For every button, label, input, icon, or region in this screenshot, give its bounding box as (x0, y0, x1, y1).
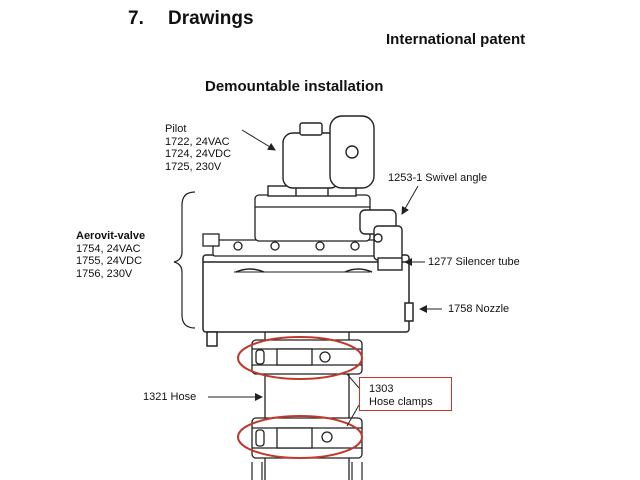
hose-clamp-upper (251, 339, 363, 375)
pilot-label: Pilot 1722, 24VAC 1724, 24VDC 1725, 230V (165, 123, 232, 173)
silencer-tube-label: 1277 Silencer tube (428, 256, 520, 268)
nozzle-label: 1758 Nozzle (448, 303, 510, 315)
hose-label: 1321 Hose (143, 391, 197, 403)
swivel-angle (359, 209, 403, 271)
hose-clamps-callout: 1303 Hose clamps (359, 377, 452, 411)
swivel-angle-label: 1253-1 Swivel angle (388, 172, 488, 184)
valve-label: Aerovit-valve 1754, 24VAC 1755, 24VDC 17… (76, 230, 145, 280)
pilot-line-2: 1724, 24VDC (165, 148, 232, 160)
figure-title: Demountable installation (205, 78, 384, 95)
hose-clamp-lower (251, 417, 363, 459)
valve-line-1: 1754, 24VAC (76, 242, 141, 255)
section-title: Drawings (168, 8, 254, 29)
valve-line-3: 1756, 230V (76, 267, 133, 280)
section-number: 7. (128, 8, 144, 29)
highlight-ellipse-upper (237, 336, 363, 380)
pilot-line-3: 1725, 230V (165, 160, 222, 173)
patent-subtitle: International patent (386, 31, 526, 48)
pilot-line-1: 1722, 24VAC (165, 135, 230, 148)
valve-title: Aerovit-valve (76, 230, 146, 242)
bottom-connector (251, 462, 363, 480)
pilot-solenoid (267, 115, 375, 197)
valve-body (202, 254, 414, 347)
highlight-ellipse-lower (237, 415, 363, 459)
leader-lines (208, 129, 442, 427)
valve-line-2: 1755, 24VDC (76, 255, 143, 267)
hose-clamps-text: Hose clamps (369, 395, 433, 408)
hose-clamps-number: 1303 (369, 383, 394, 395)
valve-cap (202, 194, 396, 257)
valve-brace (173, 191, 196, 329)
